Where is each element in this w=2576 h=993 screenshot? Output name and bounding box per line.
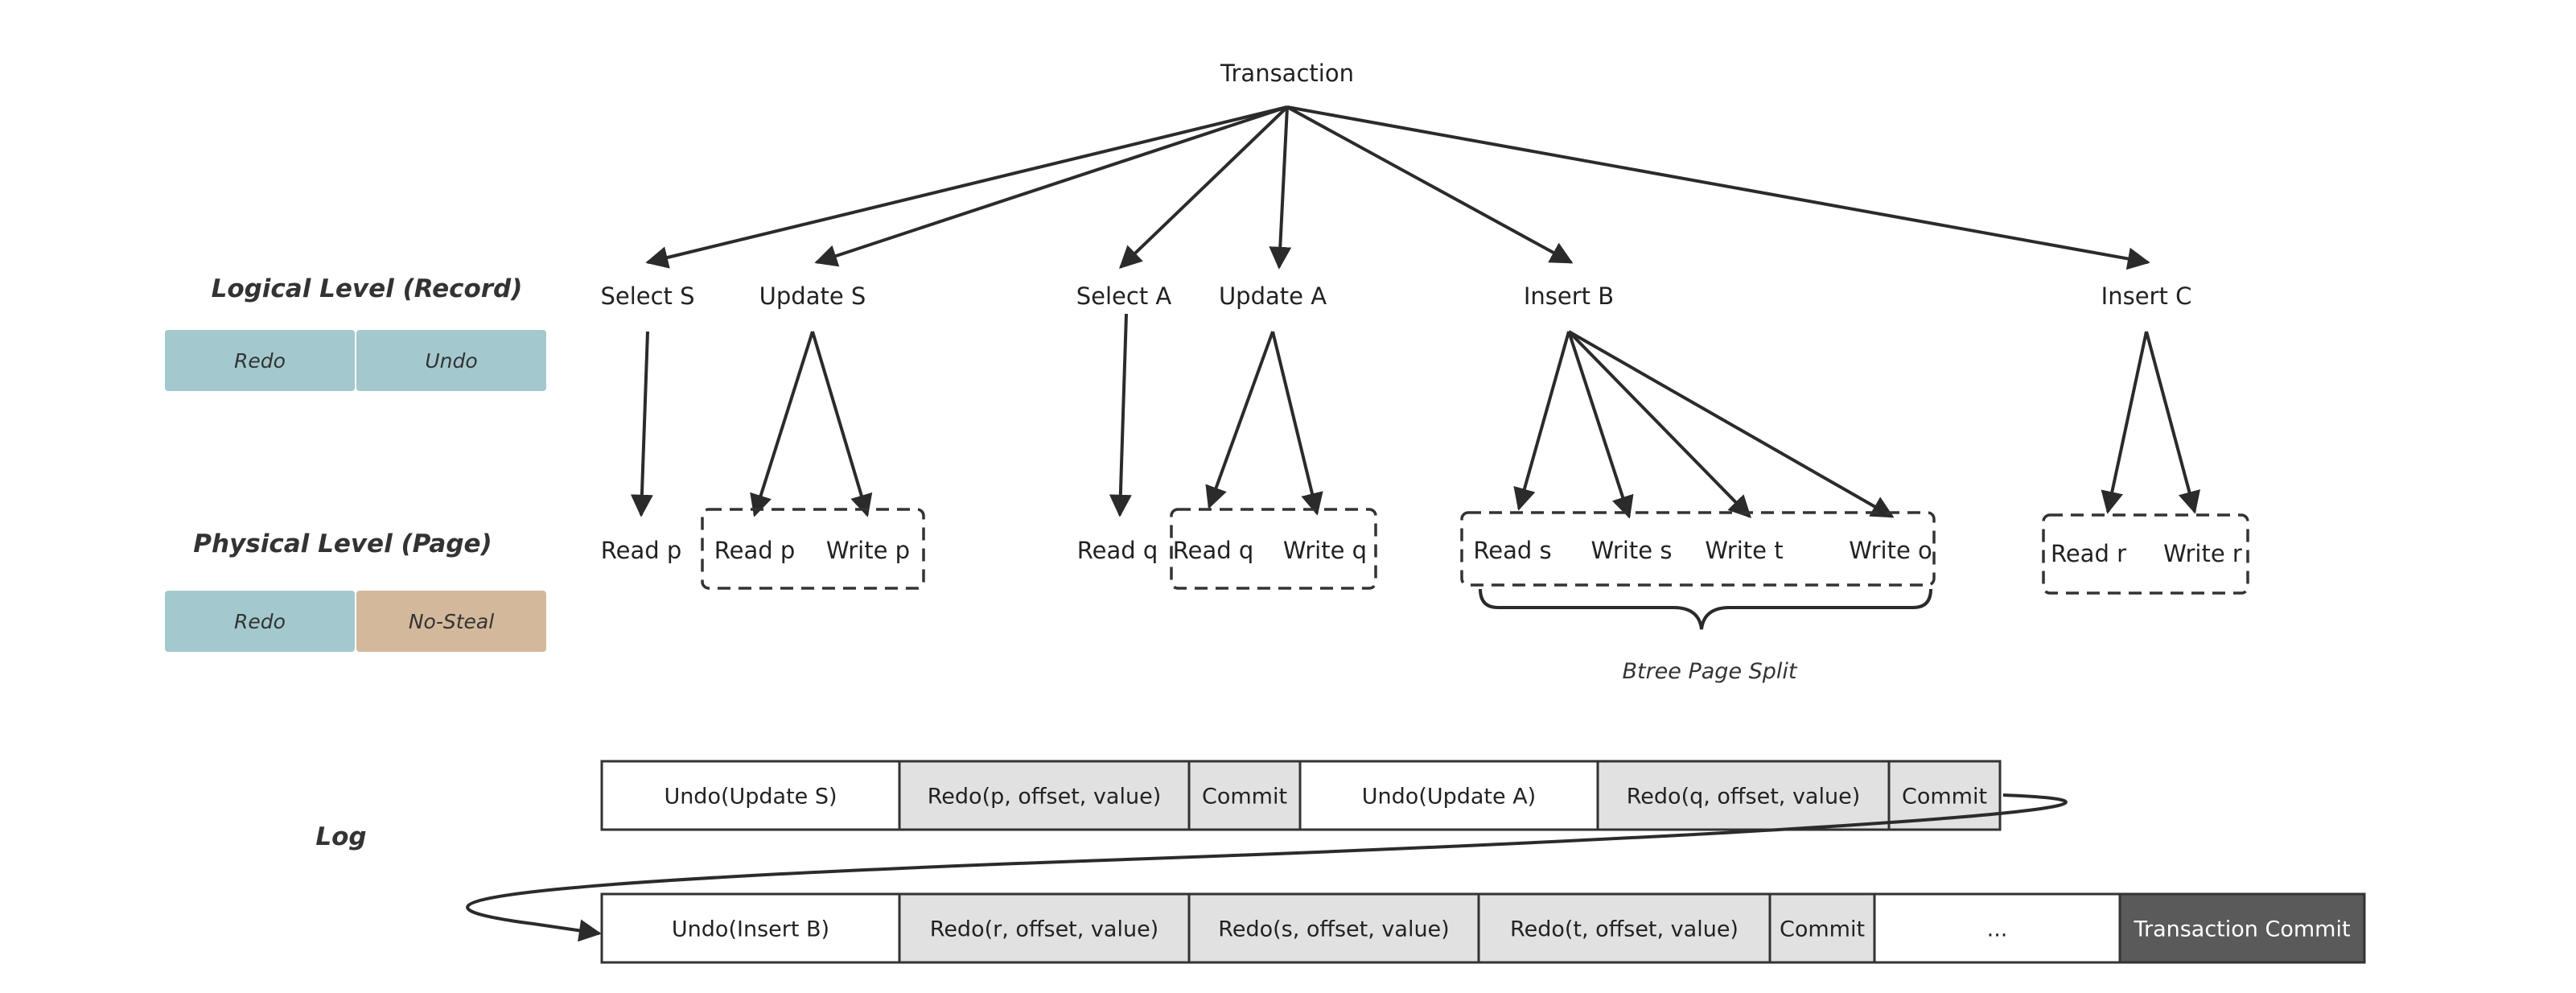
phys-select-a-read-q: Read q	[1077, 537, 1158, 564]
log-level-label: Log	[315, 822, 366, 851]
arrow-to-insert-c	[1286, 105, 2150, 270]
op-select-a: Select A	[1076, 282, 1172, 310]
transaction-label: Transaction	[1220, 60, 1354, 87]
phys-insert-b-write-s: Write s	[1591, 537, 1673, 564]
phys-insert-b-write-o: Write o	[1849, 537, 1932, 564]
log-row2-cell-2	[1187, 892, 1480, 964]
log-row1-cell-text-5: Commit	[1902, 785, 1987, 810]
physical-nosteal-badge	[356, 591, 546, 652]
arrow-select-a-read-q	[1109, 313, 1132, 517]
arrow-to-update-a	[1269, 106, 1292, 270]
arrow-select-s-read-p	[630, 331, 653, 517]
phys-select-s-read-p: Read p	[601, 537, 682, 564]
logical-undo-badge	[356, 330, 546, 391]
log-row1-cell-0	[600, 760, 901, 831]
physical-arrows	[630, 313, 2201, 519]
log-row2-cell-text-6: Transaction Commit	[2133, 917, 2350, 942]
arrow-update-s-write-p	[811, 331, 873, 517]
arrow-update-a-read-q	[1205, 331, 1274, 509]
phys-insert-b-write-t: Write t	[1705, 537, 1783, 564]
log-row1-cell-text-2: Commit	[1202, 785, 1287, 810]
log-row1-cell-3	[1298, 760, 1599, 831]
arrow-to-insert-b	[1286, 105, 1574, 264]
logical-undo-text: Undo	[425, 349, 477, 373]
arrow-insert-c-write-r	[2145, 331, 2201, 514]
op-update-s: Update S	[759, 282, 866, 310]
log-row2-cell-0	[600, 892, 901, 964]
btree-brace	[1479, 588, 1932, 630]
phys-insert-c-write-r: Write r	[2163, 540, 2242, 567]
op-select-s: Select S	[600, 282, 694, 310]
arrow-to-select-a	[1118, 105, 1289, 269]
op-insert-c: Insert C	[2101, 282, 2192, 310]
arrow-insert-b-read-s	[1513, 331, 1570, 511]
log-row2-cell-text-0: Undo(Insert B)	[672, 917, 829, 942]
log-row1-cell-text-1: Redo(p, offset, value)	[928, 785, 1162, 810]
logical-redo-badge	[165, 330, 355, 391]
log-row-2: Undo(Insert B) Redo(r, offset, value) Redo…	[600, 892, 2366, 964]
log-row2-cell-1	[898, 892, 1191, 964]
physical-level-label: Physical Level (Page)	[193, 529, 492, 558]
physical-operations: Read p Read p Write p Read q Read q Writ…	[601, 537, 2242, 567]
phys-update-s-read-p: Read p	[714, 537, 796, 564]
log-row2-cell-text-1: Redo(r, offset, value)	[930, 917, 1158, 942]
phys-insert-c-read-r: Read r	[2051, 540, 2126, 567]
arrow-update-a-write-q	[1271, 331, 1323, 516]
physical-redo-text: Redo	[234, 610, 286, 633]
group-insert-c	[2042, 513, 2249, 595]
physical-redo-badge	[165, 591, 355, 652]
arrow-insert-c-read-r	[2101, 331, 2148, 514]
arrow-insert-b-write-t	[1567, 330, 1751, 519]
physical-nosteal-text: No-Steal	[409, 610, 494, 633]
arrow-to-update-s	[814, 105, 1288, 267]
log-row1-cell-1	[898, 760, 1191, 831]
log-row2-cell-5	[1873, 892, 2121, 964]
log-row2-cell-text-2: Redo(s, offset, value)	[1218, 917, 1449, 942]
log-row-1: Undo(Update S) Redo(p, offset, value) Comm…	[600, 760, 2002, 831]
btree-brace-label: Btree Page Split	[1622, 659, 1797, 684]
phys-insert-b-read-s: Read s	[1473, 537, 1551, 564]
log-row2-cell-text-4: Commit	[1780, 917, 1865, 942]
log-row2-cell-6	[2118, 892, 2366, 964]
log-row1-cell-5	[1887, 760, 2002, 831]
physical-groups	[701, 508, 2249, 595]
arrow-to-select-s	[645, 105, 1288, 269]
log-row1-cell-text-4: Redo(q, offset, value)	[1627, 785, 1861, 810]
arrow-insert-b-write-o	[1568, 330, 1895, 518]
log-wrap-connector	[466, 793, 2068, 942]
arrow-insert-b-write-s	[1567, 331, 1634, 519]
group-update-a	[1170, 508, 1377, 590]
logical-redo-text: Redo	[234, 349, 286, 373]
logical-operations: Select S Update S Select A Update A Inse…	[600, 282, 2191, 310]
logical-level-label: Logical Level (Record)	[212, 274, 523, 303]
log-row1-cell-text-0: Undo(Update S)	[664, 785, 837, 810]
log-row1-cell-4	[1596, 760, 1891, 831]
log-row2-cell-text-5: ...	[1987, 917, 2008, 942]
phys-update-a-read-q: Read q	[1173, 537, 1254, 564]
op-insert-b: Insert B	[1524, 282, 1614, 310]
root-arrows	[645, 105, 2150, 270]
log-row1-cell-text-3: Undo(Update A)	[1362, 785, 1536, 810]
phys-update-s-write-p: Write p	[826, 537, 910, 564]
phys-update-a-write-q: Write q	[1283, 537, 1367, 564]
log-row2-cell-3	[1477, 892, 1772, 964]
group-update-s	[701, 508, 925, 590]
arrow-update-s-read-p	[750, 331, 814, 517]
op-update-a: Update A	[1219, 282, 1327, 310]
logical-badges: Redo Undo	[165, 330, 546, 391]
log-row2-cell-text-3: Redo(t, offset, value)	[1510, 917, 1739, 942]
physical-badges: Redo No-Steal	[165, 591, 546, 652]
